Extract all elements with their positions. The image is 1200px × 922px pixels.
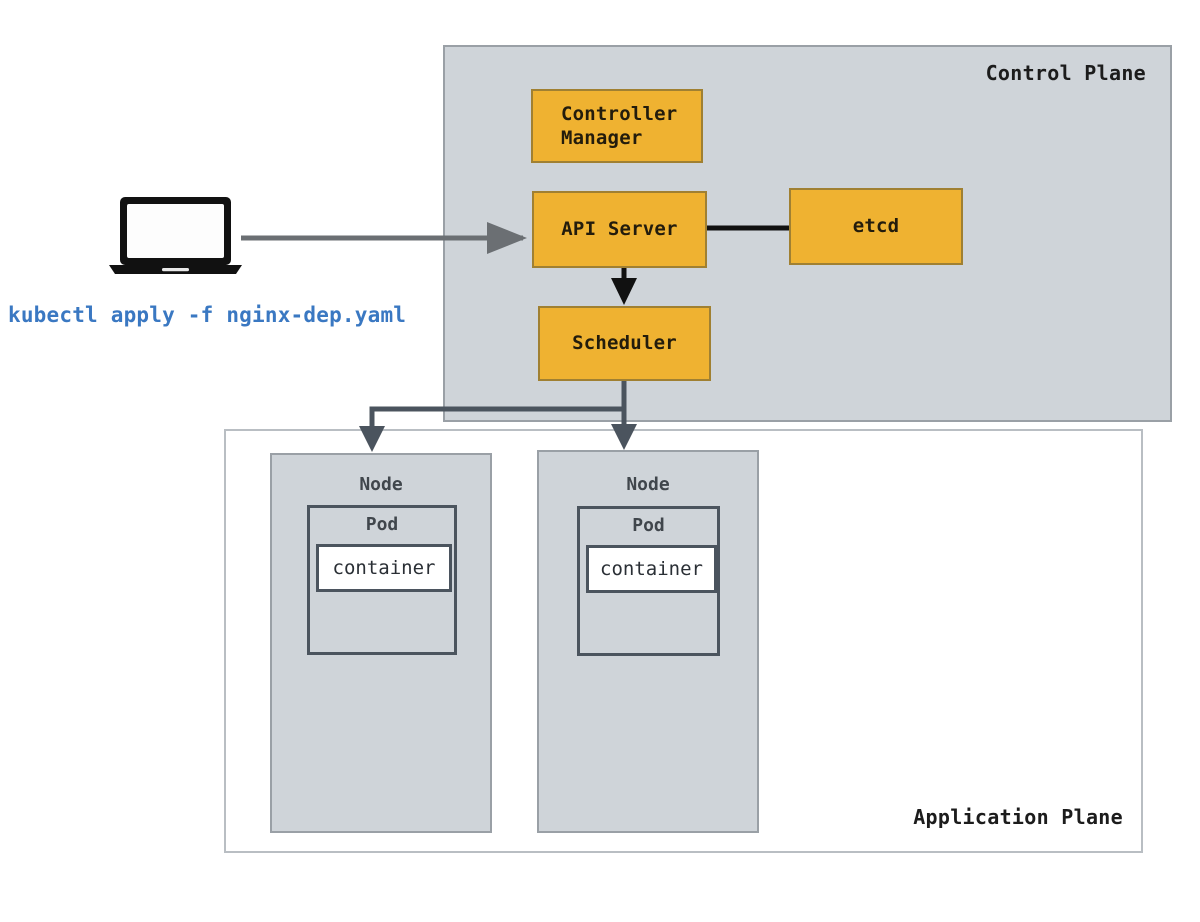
controller-manager-box[interactable]: Controller Manager bbox=[531, 89, 703, 163]
node-2-container-box[interactable]: container bbox=[586, 545, 717, 593]
etcd-box[interactable]: etcd bbox=[789, 188, 963, 265]
node-2-label: Node bbox=[626, 474, 670, 495]
node-2-pod-label: Pod bbox=[632, 515, 665, 536]
node-1-pod-label: Pod bbox=[365, 514, 399, 535]
node-1-pod-box[interactable]: Pod container bbox=[307, 505, 457, 655]
scheduler-label: Scheduler bbox=[572, 332, 677, 355]
node-1-box[interactable]: Node Pod container bbox=[270, 453, 492, 833]
api-server-label: API Server bbox=[561, 218, 678, 241]
controller-manager-label-line2: Manager bbox=[561, 127, 643, 149]
kubectl-command-caption: kubectl apply -f nginx-dep.yaml bbox=[8, 303, 407, 327]
control-plane-label: Control Plane bbox=[985, 61, 1146, 85]
laptop-icon bbox=[107, 195, 244, 275]
node-2-container-label: container bbox=[600, 558, 703, 580]
node-2-box[interactable]: Node Pod container bbox=[537, 450, 759, 833]
api-server-box[interactable]: API Server bbox=[532, 191, 707, 268]
node-1-container-box[interactable]: container bbox=[316, 544, 452, 592]
controller-manager-label-line1: Controller bbox=[561, 102, 678, 125]
application-plane-label: Application Plane bbox=[913, 805, 1123, 829]
scheduler-box[interactable]: Scheduler bbox=[538, 306, 711, 381]
node-2-pod-box[interactable]: Pod container bbox=[577, 506, 720, 656]
node-1-label: Node bbox=[359, 474, 403, 495]
node-1-container-label: container bbox=[332, 557, 436, 579]
laptop-screen bbox=[127, 204, 224, 258]
laptop-trackpad-notch bbox=[162, 268, 189, 272]
etcd-label: etcd bbox=[852, 215, 900, 238]
